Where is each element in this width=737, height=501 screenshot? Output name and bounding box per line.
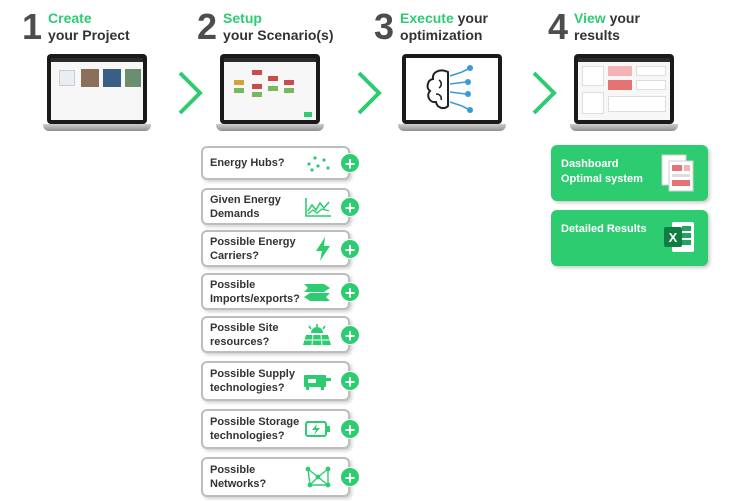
question-imports-exports: Possible Imports/exports? + xyxy=(201,273,360,310)
result-label: Dashboard Optimal system xyxy=(561,158,643,185)
question-label: Possible Energy Carriers? xyxy=(210,235,296,262)
demand-chart-icon xyxy=(305,197,331,217)
question-label: Possible Storage technologies? xyxy=(210,416,300,442)
optimization-screen xyxy=(406,58,498,120)
step-4-header: 4 View your results xyxy=(548,6,640,47)
step-3-header: 3 Execute your optimization xyxy=(374,6,488,47)
chevron-right-icon xyxy=(178,71,203,115)
add-button[interactable]: + xyxy=(340,467,360,488)
chevron-right-icon xyxy=(532,71,557,115)
excel-icon: X xyxy=(664,222,694,252)
result-label: Detailed Results xyxy=(561,223,647,235)
question-label: Possible Site resources? xyxy=(210,321,279,348)
svg-text:X: X xyxy=(669,230,678,245)
lightning-icon xyxy=(316,236,330,261)
step-1-header: 1 Create your Project xyxy=(22,6,130,47)
add-button[interactable]: + xyxy=(340,281,360,303)
add-button[interactable]: + xyxy=(340,371,360,392)
question-supply-technologies: Possible Supply technologies? + xyxy=(201,361,360,401)
scenario-diagram-screenshot xyxy=(224,58,316,120)
add-button[interactable]: + xyxy=(340,324,360,346)
add-button[interactable]: + xyxy=(340,196,360,218)
laptop-view-results xyxy=(570,54,678,134)
add-button[interactable]: + xyxy=(340,153,360,174)
step-2-header: 2 Setup your Scenario(s) xyxy=(197,6,334,47)
question-label: Possible Networks? xyxy=(210,464,267,490)
question-networks: Possible Networks? + xyxy=(201,457,360,497)
step-title: View your results xyxy=(574,10,640,43)
step-title: Setup your Scenario(s) xyxy=(223,10,334,43)
results-dashboard-screenshot xyxy=(578,58,670,120)
laptop-execute-optimization xyxy=(398,54,506,134)
step-number: 4 xyxy=(548,6,569,47)
result-detailed[interactable]: Detailed Results X xyxy=(551,210,708,266)
add-button[interactable]: + xyxy=(340,419,360,440)
scatter-dots-icon xyxy=(307,156,330,172)
solar-panel-icon xyxy=(303,323,331,345)
network-icon xyxy=(305,466,331,488)
battery-icon xyxy=(305,421,330,437)
step-title: Execute your optimization xyxy=(400,10,488,43)
question-label: Given Energy Demands xyxy=(210,193,281,220)
question-energy-hubs: Energy Hubs? + xyxy=(201,146,360,180)
laptop-setup-scenario xyxy=(216,54,324,134)
question-label: Possible Imports/exports? xyxy=(210,278,300,305)
step-title: Create your Project xyxy=(48,10,130,43)
step-number: 2 xyxy=(197,6,218,47)
boiler-icon xyxy=(304,375,331,390)
question-label: Energy Hubs? xyxy=(210,157,285,169)
question-site-resources: Possible Site resources? + xyxy=(201,316,360,353)
question-storage-technologies: Possible Storage technologies? + xyxy=(201,409,360,449)
step-number: 3 xyxy=(374,6,395,47)
add-button[interactable]: + xyxy=(340,238,360,260)
project-gallery-screenshot xyxy=(51,58,143,120)
laptop-create-project xyxy=(43,54,151,134)
report-icon xyxy=(661,154,694,192)
question-energy-carriers: Possible Energy Carriers? + xyxy=(201,230,360,267)
question-label: Possible Supply technologies? xyxy=(210,368,295,394)
brain-network-icon xyxy=(426,65,473,113)
step-number: 1 xyxy=(22,6,43,47)
chevron-right-icon xyxy=(357,71,382,115)
result-dashboard[interactable]: Dashboard Optimal system xyxy=(551,145,708,201)
question-energy-demands: Given Energy Demands + xyxy=(201,188,360,225)
arrows-icon xyxy=(304,283,330,301)
